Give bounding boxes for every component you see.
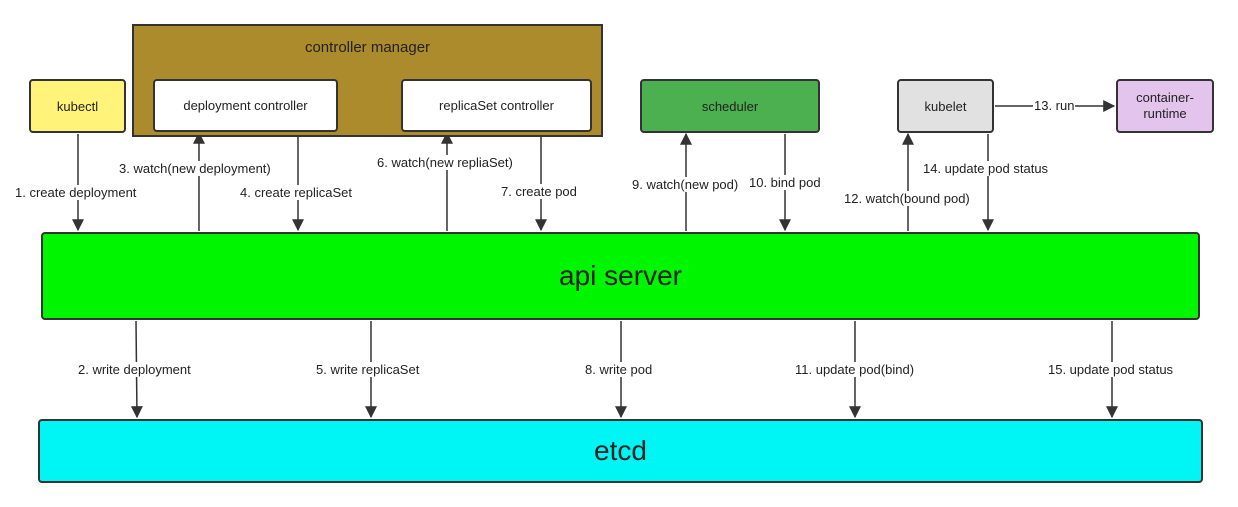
scheduler-box: scheduler	[640, 79, 820, 133]
step-9-label: 9. watch(new pod)	[631, 177, 740, 192]
kubelet-box: kubelet	[897, 79, 994, 133]
step-5-label: 5. write replicaSet	[315, 362, 421, 377]
deployment-controller-label: deployment controller	[183, 98, 308, 113]
kubectl-box: kubectl	[29, 79, 126, 133]
step-13-label: 13. run	[1033, 98, 1076, 113]
step-7-label: 7. create pod	[500, 184, 578, 199]
step-15-label: 15. update pod status	[1047, 362, 1175, 377]
step-1-label: 1. create deployment	[14, 185, 138, 200]
step-8-label: 8. write pod	[584, 362, 654, 377]
step-12-label: 12. watch(bound pod)	[843, 191, 971, 206]
step-6-label: 6. watch(new repliaSet)	[376, 155, 514, 170]
container-runtime-box: container- runtime	[1116, 79, 1214, 133]
replicaset-controller-label: replicaSet controller	[439, 98, 554, 113]
step-3-label: 3. watch(new deployment)	[118, 161, 272, 176]
kubelet-label: kubelet	[924, 98, 967, 114]
step-14-label: 14. update pod status	[922, 161, 1050, 176]
api-server-box: api server	[41, 232, 1200, 320]
etcd-box: etcd	[38, 419, 1203, 483]
step-4-label: 4. create replicaSet	[239, 185, 354, 200]
controller-manager-label: controller manager	[304, 39, 431, 56]
kubectl-label: kubectl	[56, 98, 99, 114]
deployment-controller-box: deployment controller	[153, 79, 338, 132]
replicaset-controller-box: replicaSet controller	[401, 79, 592, 132]
step-2-label: 2. write deployment	[77, 362, 192, 377]
step-11-label: 11. update pod(bind)	[794, 362, 916, 377]
api-server-label: api server	[559, 260, 682, 291]
scheduler-label: scheduler	[701, 98, 759, 114]
step-10-label: 10. bind pod	[748, 175, 822, 190]
container-runtime-label: container- runtime	[1136, 89, 1194, 121]
etcd-label: etcd	[594, 435, 647, 466]
